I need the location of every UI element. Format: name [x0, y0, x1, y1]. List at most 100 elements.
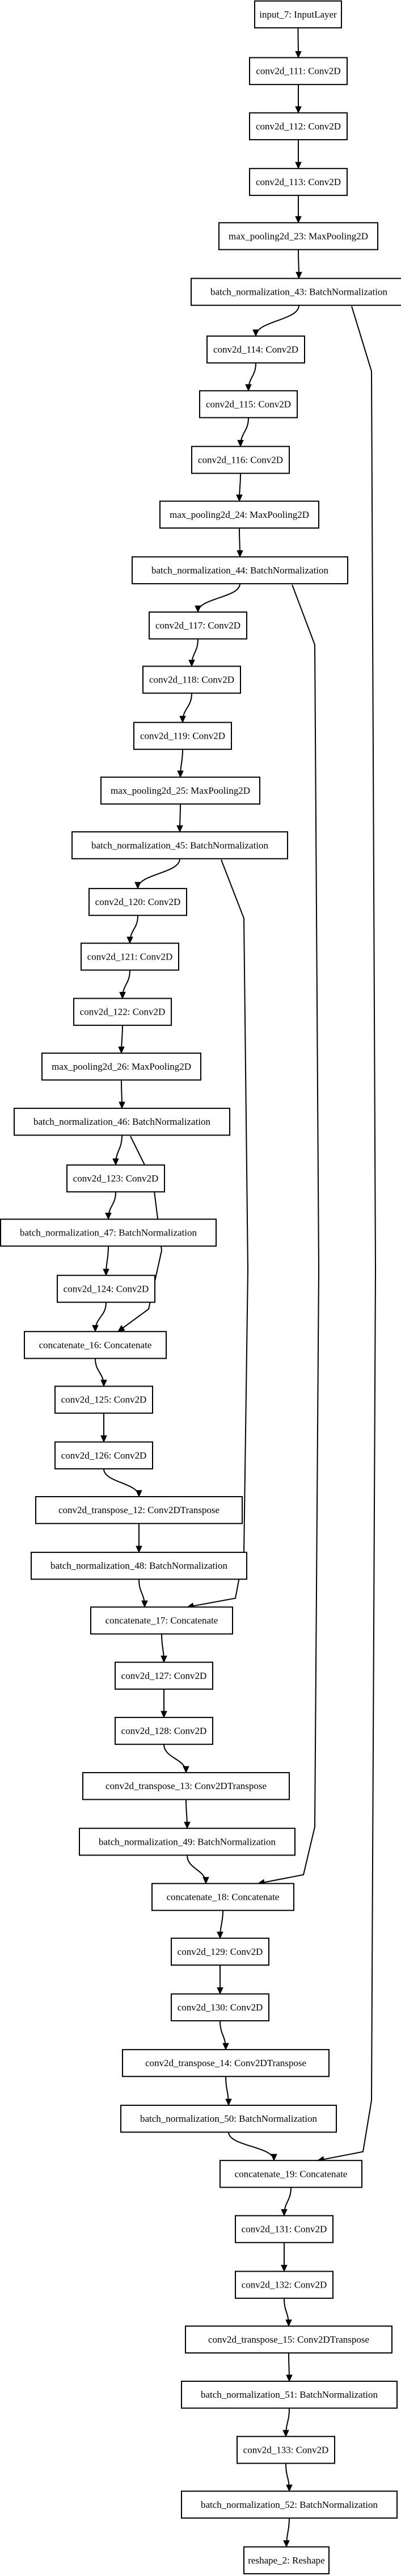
edge-line — [258, 584, 320, 1884]
node-conv2d_132: conv2d_132: Conv2D — [235, 2271, 334, 2299]
node-box — [181, 2490, 398, 2519]
node-input_7: input_7: InputLayer — [254, 0, 342, 29]
edge-conv2d_129-to-conv2d_130 — [217, 1965, 223, 1995]
node-max_pooling2d_23: max_pooling2d_23: MaxPooling2D — [218, 222, 378, 250]
node-label: batch_normalization_44: BatchNormalizati… — [151, 565, 329, 576]
edge-concatenate_17-to-conv2d_127 — [161, 1633, 167, 1663]
arrowhead-icon — [184, 1821, 191, 1829]
node-conv2d_120: conv2d_120: Conv2D — [88, 887, 187, 916]
edge-line — [317, 306, 377, 2162]
arrowhead-icon — [286, 2485, 293, 2492]
arrowhead-icon — [134, 882, 141, 890]
node-label: conv2d_113: Conv2D — [256, 177, 341, 187]
node-label: batch_normalization_46: BatchNormalizati… — [33, 1116, 211, 1127]
node-box — [73, 998, 172, 1026]
node-box — [243, 2546, 330, 2574]
node-concatenate_18: concatenate_18: Concatenate — [151, 1883, 294, 1911]
arrowhead-icon — [126, 936, 133, 944]
node-box — [254, 0, 342, 29]
arrowhead-icon — [237, 550, 243, 558]
node-label: max_pooling2d_24: MaxPooling2D — [170, 509, 309, 520]
arrowhead-icon — [281, 2264, 288, 2272]
node-max_pooling2d_25: max_pooling2d_25: MaxPooling2D — [100, 776, 260, 805]
node-label: batch_normalization_52: BatchNormalizati… — [201, 2499, 378, 2510]
edge-conv2d_122-to-max_pooling2d_26 — [118, 1025, 125, 1054]
arrowhead-icon — [183, 1766, 189, 1774]
edge-conv2d_117-to-conv2d_118 — [188, 639, 199, 667]
arrowhead-icon — [286, 2374, 293, 2382]
node-label: conv2d_130: Conv2D — [178, 2002, 263, 2013]
node-conv2d_transpose_14: conv2d_transpose_14: Conv2DTranspose — [122, 2049, 330, 2077]
node-label: conv2d_119: Conv2D — [140, 731, 225, 742]
node-label: max_pooling2d_25: MaxPooling2D — [111, 785, 250, 796]
node-box — [88, 887, 187, 916]
arrowhead-icon — [282, 2430, 289, 2437]
node-label: conv2d_125: Conv2D — [61, 1394, 147, 1405]
node-label: batch_normalization_50: BatchNormalizati… — [140, 2113, 318, 2124]
arrowhead-icon — [119, 991, 126, 999]
node-label: batch_normalization_43: BatchNormalizati… — [210, 287, 388, 298]
node-box — [235, 2215, 334, 2243]
node-box — [81, 943, 179, 971]
node-label: conv2d_transpose_13: Conv2DTranspose — [105, 1781, 267, 1791]
node-conv2d_111: conv2d_111: Conv2D — [249, 57, 348, 85]
node-concatenate_16: concatenate_16: Concatenate — [24, 1331, 167, 1359]
node-label: conv2d_120: Conv2D — [95, 897, 181, 907]
node-conv2d_transpose_15: conv2d_transpose_15: Conv2DTranspose — [185, 2325, 392, 2354]
edge-batch_normalization_51-to-conv2d_133 — [282, 2408, 290, 2437]
node-conv2d_121: conv2d_121: Conv2D — [81, 943, 179, 971]
arrowhead-icon — [92, 1325, 99, 1333]
edge-conv2d_113-to-max_pooling2d_23 — [295, 195, 302, 224]
node-box — [122, 2049, 330, 2077]
edge-conv2d_transpose_12-to-batch_normalization_48 — [136, 1523, 142, 1553]
node-box — [235, 2271, 334, 2299]
node-box — [185, 2325, 392, 2354]
arrowhead-icon — [296, 271, 302, 279]
node-max_pooling2d_24: max_pooling2d_24: MaxPooling2D — [159, 500, 319, 529]
node-max_pooling2d_26: max_pooling2d_26: MaxPooling2D — [41, 1052, 201, 1081]
edge-max_pooling2d_23-to-batch_normalization_43 — [296, 249, 302, 279]
arrowhead-icon — [225, 2099, 232, 2106]
arrowhead-icon — [136, 1490, 142, 1498]
node-label: conv2d_123: Conv2D — [73, 1173, 159, 1184]
arrowhead-icon — [118, 1046, 125, 1054]
edge-concatenate_18-to-conv2d_129 — [217, 1910, 223, 1939]
arrowhead-icon — [100, 1380, 107, 1387]
arrowhead-icon — [195, 605, 201, 613]
edge-conv2d_133-to-batch_normalization_52 — [285, 2463, 293, 2492]
node-box — [199, 390, 298, 418]
node-label: max_pooling2d_23: MaxPooling2D — [229, 231, 368, 241]
arrowhead-icon — [119, 1101, 125, 1109]
edge-conv2d_125-to-conv2d_126 — [100, 1413, 107, 1443]
node-label: batch_normalization_45: BatchNormalizati… — [91, 840, 269, 851]
node-box — [181, 2381, 398, 2409]
node-label: conv2d_132: Conv2D — [242, 2280, 327, 2290]
node-label: conv2d_122: Conv2D — [80, 1007, 166, 1017]
node-box — [54, 1441, 153, 1469]
node-box — [151, 1883, 294, 1911]
node-label: conv2d_116: Conv2D — [198, 454, 283, 465]
edge-line — [187, 1855, 206, 1884]
edge-batch_normalization_52-to-reshape_2 — [283, 2518, 290, 2548]
node-box — [90, 1606, 233, 1635]
node-conv2d_123: conv2d_123: Conv2D — [66, 1164, 165, 1193]
edge-conv2d_123-to-batch_normalization_47 — [105, 1192, 116, 1220]
arrowhead-icon — [112, 1158, 119, 1166]
edge-conv2d_127-to-conv2d_128 — [161, 1689, 167, 1719]
edge-conv2d_128-to-conv2d_transpose_13 — [163, 1744, 189, 1774]
edge-input_7-to-conv2d_111 — [295, 28, 302, 58]
node-conv2d_116: conv2d_116: Conv2D — [191, 446, 290, 474]
edge-max_pooling2d_25-to-batch_normalization_45 — [176, 804, 183, 833]
node-label: batch_normalization_47: BatchNormalizati… — [20, 1228, 197, 1238]
node-batch_normalization_50: batch_normalization_50: BatchNormalizati… — [120, 2104, 337, 2133]
arrowhead-icon — [236, 495, 243, 502]
edge-max_pooling2d_24-to-batch_normalization_44 — [237, 528, 243, 558]
arrowhead-icon — [252, 329, 259, 337]
node-box — [24, 1331, 167, 1359]
node-conv2d_125: conv2d_125: Conv2D — [54, 1385, 153, 1414]
edge-conv2d_126-to-conv2d_transpose_12 — [103, 1468, 142, 1498]
node-label: concatenate_16: Concatenate — [39, 1339, 152, 1350]
node-conv2d_129: conv2d_129: Conv2D — [171, 1937, 269, 1966]
